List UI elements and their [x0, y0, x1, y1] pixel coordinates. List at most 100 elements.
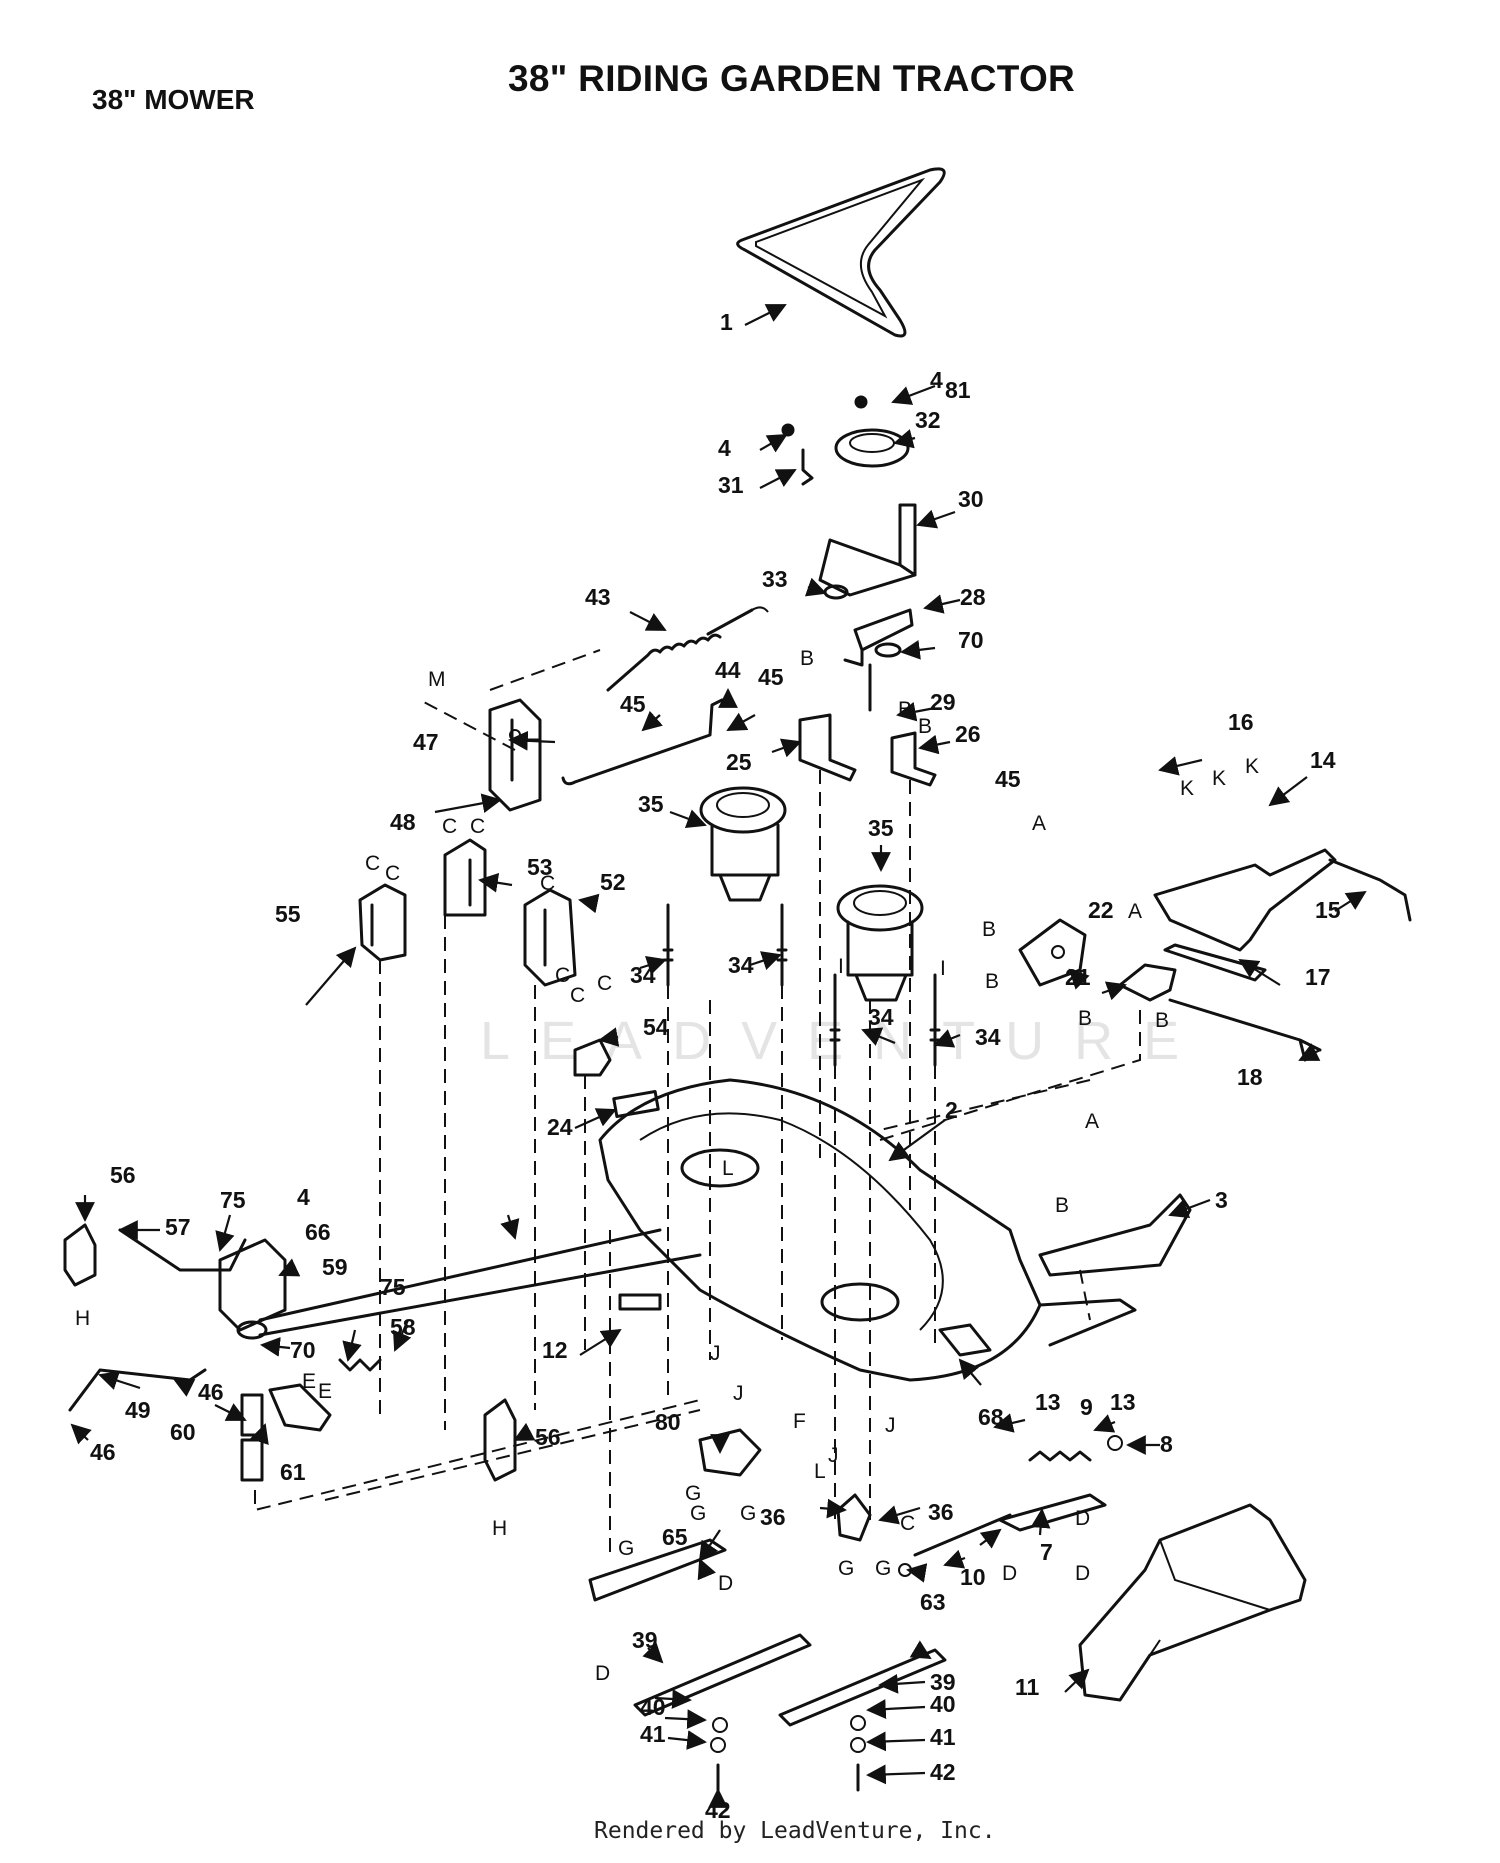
ref-letter-i1: I	[940, 957, 946, 980]
bracket-56-left	[63, 1223, 97, 1287]
callout-29: 29	[930, 689, 956, 715]
deck-spindle-mount-left	[680, 1148, 760, 1188]
callout-35b: 35	[868, 815, 894, 841]
callout-65: 65	[662, 1524, 688, 1550]
callout-16: 16	[1228, 709, 1254, 735]
ref-letter-a3: A	[1085, 1110, 1099, 1133]
rod-10	[913, 1513, 1012, 1557]
callout-10: 10	[960, 1564, 986, 1590]
callout-13a: 13	[1035, 1389, 1061, 1415]
callout-7: 7	[1040, 1539, 1053, 1565]
callout-22: 22	[1088, 897, 1114, 923]
callout-18: 18	[1237, 1064, 1263, 1090]
page-title: 38" RIDING GARDEN TRACTOR	[508, 58, 1076, 99]
spindle-housing-left	[710, 823, 780, 902]
pivot-block-hub	[236, 1320, 268, 1340]
ref-letter-c4: C	[470, 815, 485, 838]
ref-letter-j1: J	[710, 1342, 721, 1365]
lift-rod-44	[561, 698, 724, 786]
ref-letter-d5: D	[1075, 1562, 1090, 1585]
spindle-pulley-left-groove	[716, 792, 770, 818]
ref-letter-j4: J	[885, 1414, 896, 1437]
decal-24	[612, 1089, 660, 1119]
ref-letter-b7: B	[1155, 1009, 1169, 1032]
callout-39b: 39	[930, 1669, 956, 1695]
deck-front-rod-a	[258, 1228, 662, 1322]
callout-39a: 39	[632, 1627, 658, 1653]
ref-letter-k3: K	[1245, 755, 1259, 778]
drive-belt	[736, 167, 946, 338]
carriage-bolt-34c	[829, 973, 841, 1067]
washer-70	[874, 642, 902, 658]
ref-letter-g6: G	[875, 1557, 891, 1580]
pivot-block-59	[218, 1238, 287, 1332]
callout-36b: 36	[928, 1499, 954, 1525]
washer-40-left	[712, 1717, 728, 1733]
callout-15: 15	[1315, 897, 1341, 923]
callout-26: 26	[955, 721, 981, 747]
callout-42a: 42	[705, 1797, 731, 1823]
ref-letter-c9: C	[900, 1512, 915, 1535]
ref-letter-b5: B	[985, 970, 999, 993]
deck-front-rod-b	[258, 1253, 702, 1337]
callout-59: 59	[322, 1254, 348, 1280]
callout-54: 54	[643, 1014, 669, 1040]
washer-40-right	[850, 1715, 866, 1731]
plate-68	[938, 1323, 992, 1357]
callout-45b: 45	[620, 691, 646, 717]
callout-55: 55	[275, 901, 301, 927]
ref-letter-g4: G	[618, 1537, 634, 1560]
bracket-25	[798, 713, 857, 782]
footer-credit: Rendered by LeadVenture, Inc.	[594, 1818, 996, 1844]
callout-46a: 46	[198, 1379, 224, 1405]
lift-plate-22-hole	[1051, 945, 1065, 959]
callout-53: 53	[527, 854, 553, 880]
callout-14: 14	[1310, 747, 1336, 773]
callout-4b: 4	[718, 435, 731, 461]
spindle-pulley-right	[836, 884, 924, 932]
callout-34b: 34	[728, 952, 754, 978]
lockwasher-41-left	[710, 1737, 726, 1753]
callout-57: 57	[165, 1214, 191, 1240]
deck-side-skirt	[1038, 1298, 1137, 1347]
ref-letter-c1: C	[365, 852, 380, 875]
spring-43	[606, 608, 754, 692]
ref-letter-b8: B	[1055, 1194, 1069, 1217]
nut-8	[1107, 1435, 1123, 1451]
ref-letter-b1: B	[800, 647, 814, 670]
callout-28: 28	[960, 584, 986, 610]
ref-letter-h1: H	[75, 1307, 90, 1330]
bracket-61	[268, 1383, 332, 1432]
ref-letter-g1: G	[685, 1482, 701, 1505]
rod-57	[118, 1228, 247, 1272]
callout-32: 32	[915, 407, 941, 433]
callout-45c: 45	[995, 766, 1021, 792]
callout-43: 43	[585, 584, 611, 610]
ref-letter-c6: C	[555, 964, 570, 987]
ref-letter-c8: C	[597, 972, 612, 995]
ref-letter-e2: E	[318, 1380, 332, 1403]
callout-41a: 41	[640, 1721, 666, 1747]
lift-bar-17	[1163, 943, 1267, 982]
nut-4b	[781, 423, 795, 437]
callout-36a: 36	[760, 1504, 786, 1530]
spring-hook	[751, 606, 769, 613]
discharge-chute-rib	[1149, 1539, 1271, 1656]
callout-60: 60	[170, 1419, 196, 1445]
carriage-bolt-34a	[662, 903, 674, 987]
support-arm-65	[588, 1538, 727, 1602]
callout-48: 48	[390, 809, 416, 835]
ref-letter-m1: M	[428, 668, 446, 691]
bracket-21	[1118, 963, 1177, 1002]
callout-leader-lines	[70, 304, 1367, 1808]
callout-30: 30	[958, 486, 984, 512]
ref-letter-j2: J	[733, 1382, 744, 1405]
callout-1: 1	[720, 309, 733, 335]
carriage-bolt-34d	[929, 973, 941, 1067]
ref-letter-h2: H	[492, 1517, 507, 1540]
blade-adapter-80	[698, 1428, 762, 1477]
idler-arm	[843, 608, 914, 667]
callout-41b: 41	[930, 1724, 956, 1750]
callout-40a: 40	[640, 1694, 666, 1720]
